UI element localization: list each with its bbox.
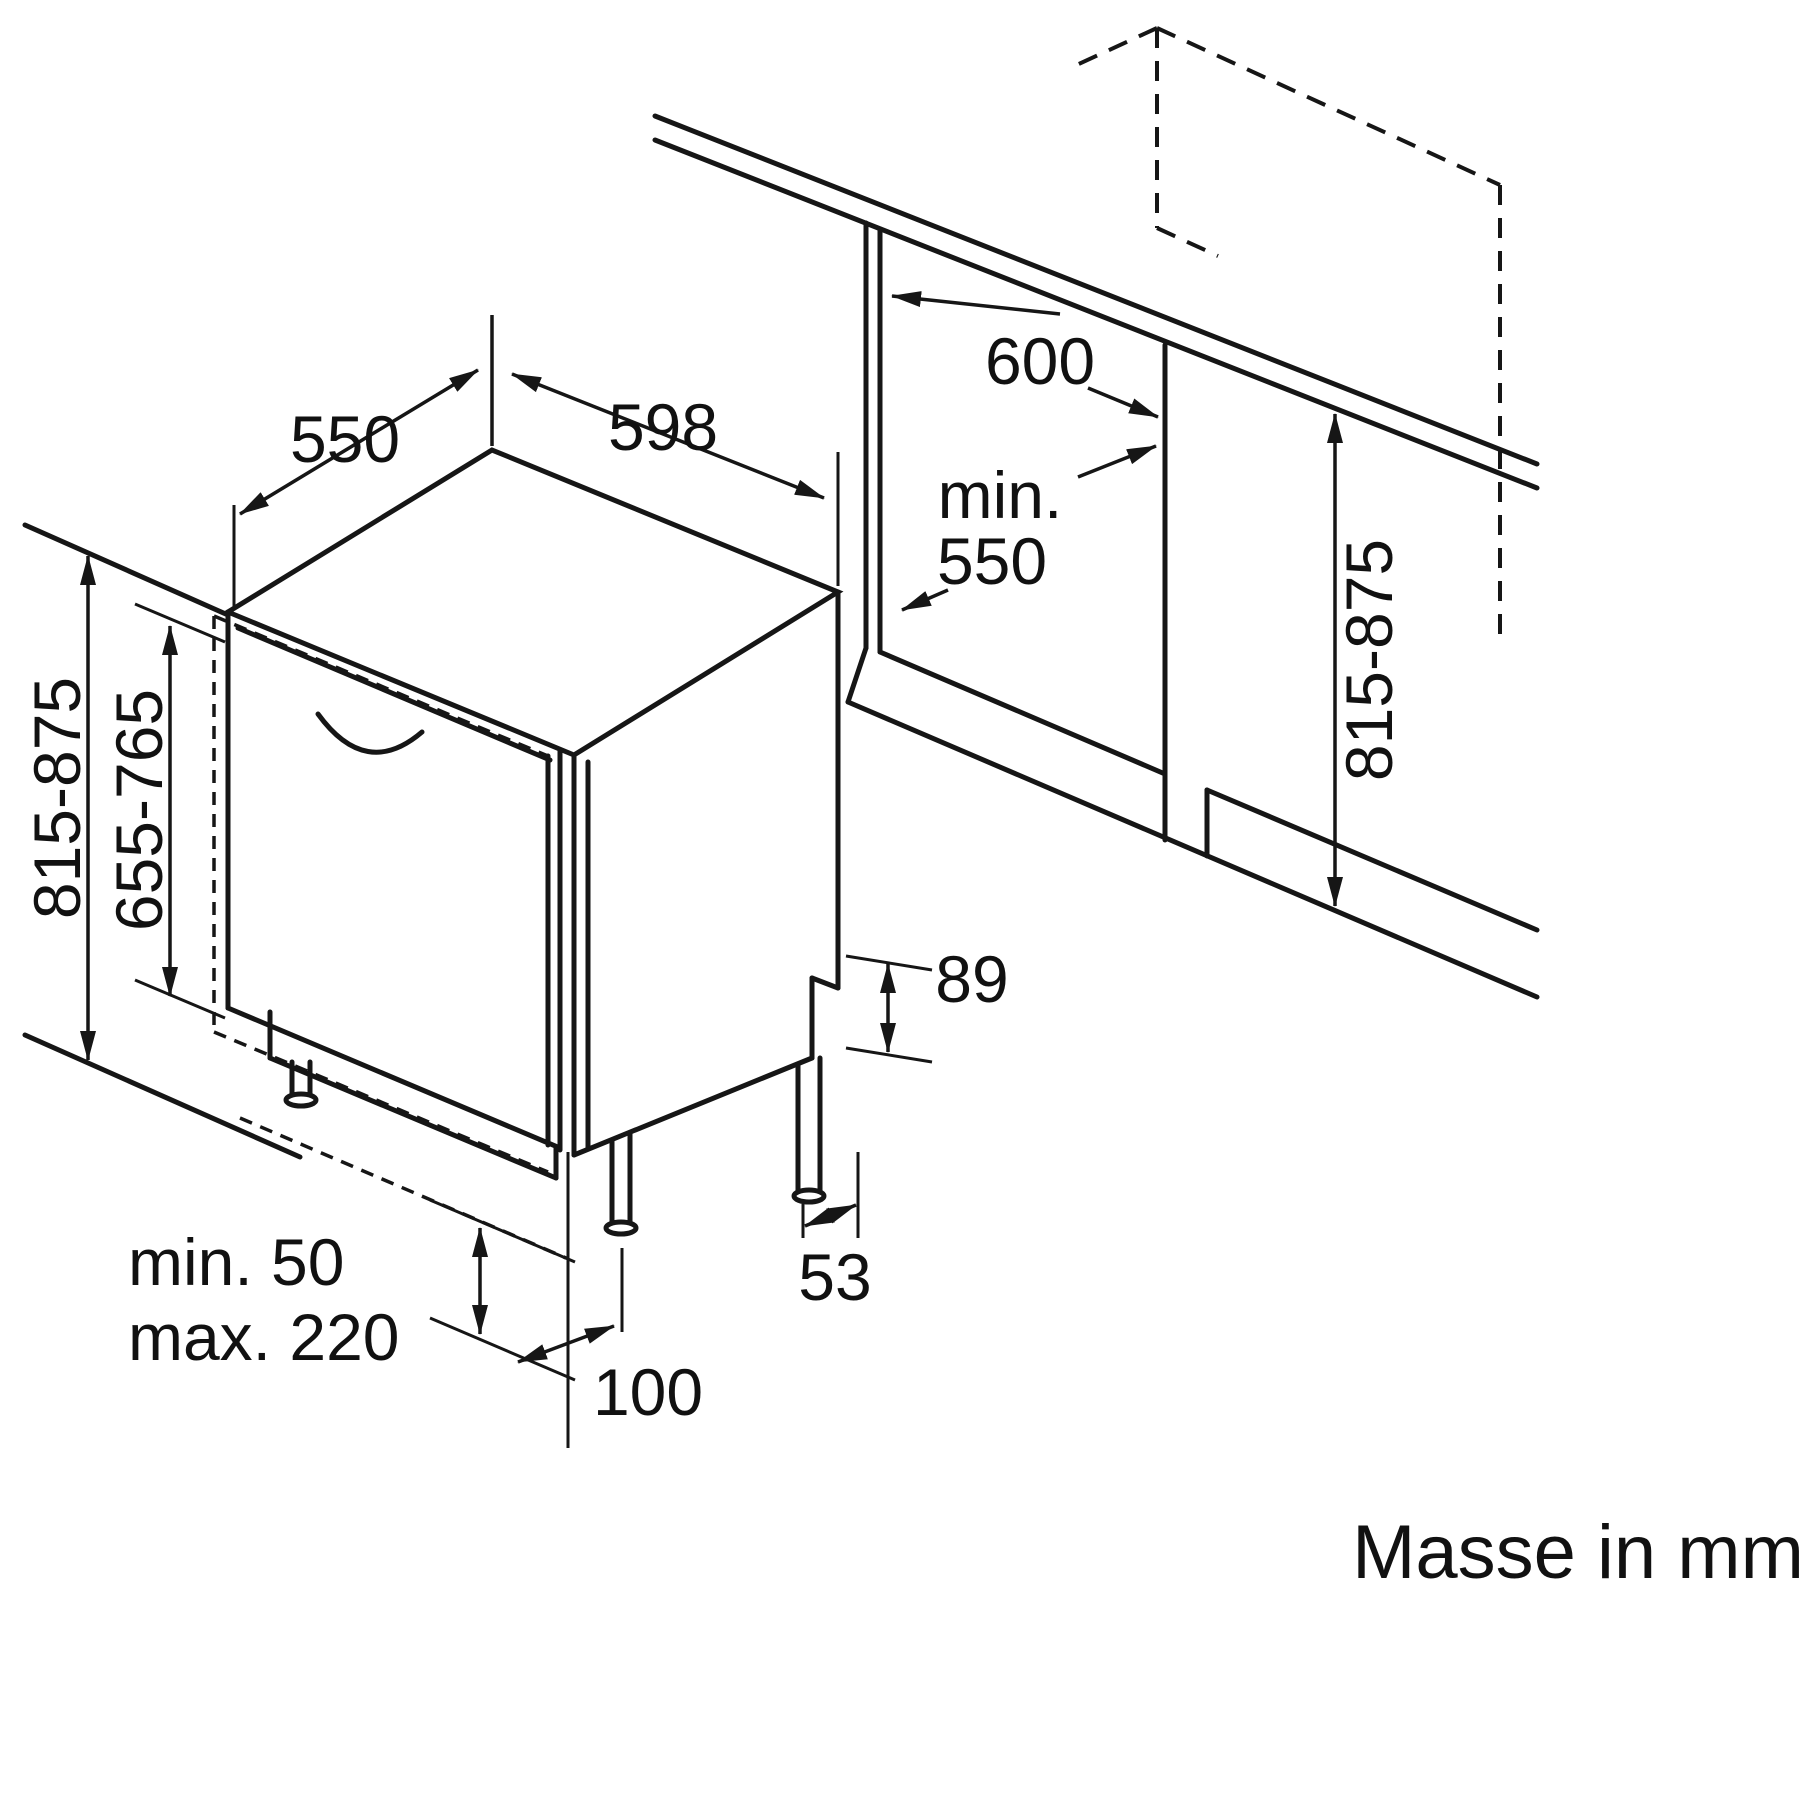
door-bottom-edge [225, 1005, 563, 1151]
foot-front-right-disc [603, 1219, 639, 1237]
ext-line [134, 978, 226, 1020]
dim-arrow-right [1087, 386, 1159, 419]
dim-arrow [511, 372, 825, 500]
panel-top-dashed [213, 614, 549, 758]
dim-arrow [804, 1203, 857, 1228]
door-handle-arc [315, 711, 425, 755]
niche-floor-front [845, 699, 1540, 1000]
dim-foot-inset-100: 100 [517, 1152, 703, 1448]
dim-width-598: 598 [511, 372, 840, 586]
dim-arrow [239, 368, 479, 516]
worktop-front-edge [652, 113, 1540, 467]
plinth-top-right [1204, 787, 1540, 933]
label-niche-height: 815-875 [1332, 539, 1406, 781]
dim-niche-height-815-875: 815-875 [1327, 413, 1406, 907]
label-plinth-max: max. 220 [128, 1300, 399, 1374]
plinth-front-edge [267, 1055, 559, 1181]
dim-arrow-right [1077, 444, 1157, 479]
ext-line [845, 1046, 933, 1064]
label-depth-top: 550 [290, 402, 400, 476]
reference-lines-left [22, 522, 303, 1160]
label-niche-width: 600 [985, 324, 1095, 398]
cabinet-dashed [1067, 26, 1502, 645]
label-foot-inset: 100 [593, 1355, 703, 1429]
dim-arrow-left [901, 588, 949, 612]
label-niche-depth-prefix: min. [938, 458, 1063, 532]
dim-arrow-left [891, 291, 1061, 316]
worktop-line-left [22, 522, 231, 618]
cabinet-lower-edge-dashed [1156, 226, 1219, 258]
dim-rear-notch-89: 89 [845, 942, 1009, 1064]
niche-left-wall-bottom [845, 645, 869, 705]
floor-line-left [22, 1032, 303, 1160]
top-face [222, 447, 844, 758]
dim-rear-foot-53: 53 [798, 1152, 872, 1314]
ext-line [134, 602, 226, 644]
label-front-panel-height: 655-765 [102, 689, 176, 931]
cabinet-top-left-dashed [1067, 26, 1158, 71]
niche-floor-back [877, 649, 1168, 777]
door-top-edge [235, 625, 553, 763]
dim-plinth-recess: min. 50 max. 220 [128, 1198, 576, 1382]
label-width-top: 598 [608, 390, 718, 464]
units-note: Masse in mm [1352, 1510, 1800, 1595]
label-rear-foot-offset: 53 [798, 1240, 871, 1314]
ext-line [429, 1316, 576, 1382]
dim-niche-depth-min550: min. 550 [901, 444, 1157, 612]
dim-depth-550: 550 [232, 315, 494, 608]
adjustable-feet [283, 1055, 827, 1237]
foot-rear-disc [791, 1187, 827, 1205]
cabinet-top-edge-dashed [1156, 26, 1501, 187]
dim-arrow [517, 1324, 615, 1364]
label-height-overall: 815-875 [20, 677, 94, 919]
label-niche-depth: 550 [937, 524, 1047, 598]
panel-bottom-dashed [213, 1030, 549, 1174]
ext-line [429, 1198, 576, 1264]
dishwasher-body [222, 447, 844, 1181]
dim-niche-width-600: 600 [891, 291, 1159, 419]
label-rear-clearance: 89 [935, 942, 1008, 1016]
niche-structure [652, 113, 1540, 1000]
foot-front-left-disc [283, 1091, 319, 1109]
worktop-lower-edge [652, 137, 1540, 491]
rear-notch-top [809, 975, 841, 991]
dim-panel-height-655-765: 655-765 [102, 602, 226, 1020]
dim-height-815-875-left: 815-875 [20, 555, 96, 1061]
label-plinth-min: min. 50 [128, 1225, 344, 1299]
